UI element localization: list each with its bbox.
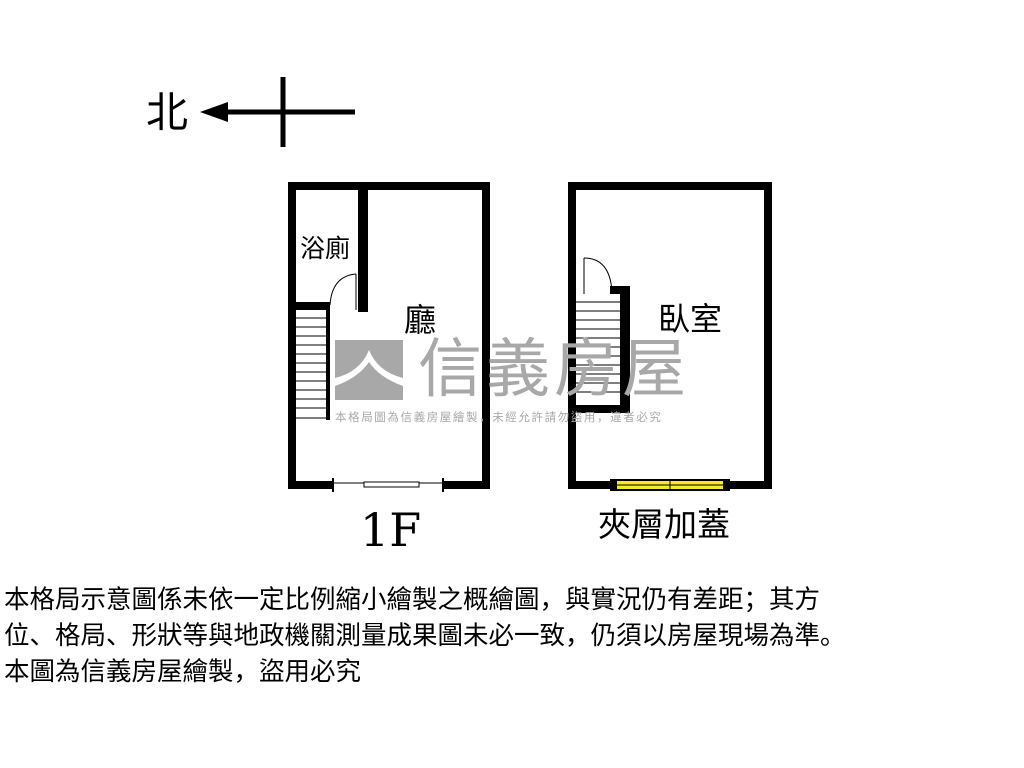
disclaimer-line: 位、格局、形狀等與地政機關測量成果圖未必一致，仍須以房屋現場為準。 — [4, 621, 846, 651]
window-icon — [610, 479, 730, 491]
watermark-notice: 本格局圖為信義房屋繪製，未經允許請勿盜用，違者必究 — [335, 410, 663, 424]
disclaimer-line: 本圖為信義房屋繪製，盜用必究 — [4, 657, 362, 687]
mezzanine-walls — [568, 182, 772, 489]
sliding-door-icon — [332, 478, 444, 492]
floor-1-caption: 1F — [360, 503, 422, 557]
disclaimer: 本格局示意圖係未依一定比例縮小繪製之概繪圖，與實況仍有差距；其方 位、格局、形狀… — [4, 582, 1024, 690]
mezzanine-door-icon — [583, 257, 613, 294]
watermark-logo-icon — [335, 340, 403, 400]
floor-1-stairs — [296, 317, 330, 419]
bedroom-label: 臥室 — [658, 300, 723, 338]
north-arrow-icon — [200, 77, 355, 147]
disclaimer-line: 本格局示意圖係未依一定比例縮小繪製之概繪圖，與實況仍有差距；其方 — [4, 585, 821, 615]
living-room-label: 廳 — [404, 301, 437, 339]
mezzanine-stairs — [576, 301, 620, 393]
bathroom-label: 浴廁 — [300, 234, 351, 263]
mezzanine-caption: 夾層加蓋 — [598, 505, 730, 544]
watermark-brand: 信義房屋 — [418, 333, 690, 407]
bathroom-door-icon — [329, 273, 357, 310]
north-label: 北 — [146, 88, 189, 137]
floor-1-walls — [288, 182, 490, 489]
